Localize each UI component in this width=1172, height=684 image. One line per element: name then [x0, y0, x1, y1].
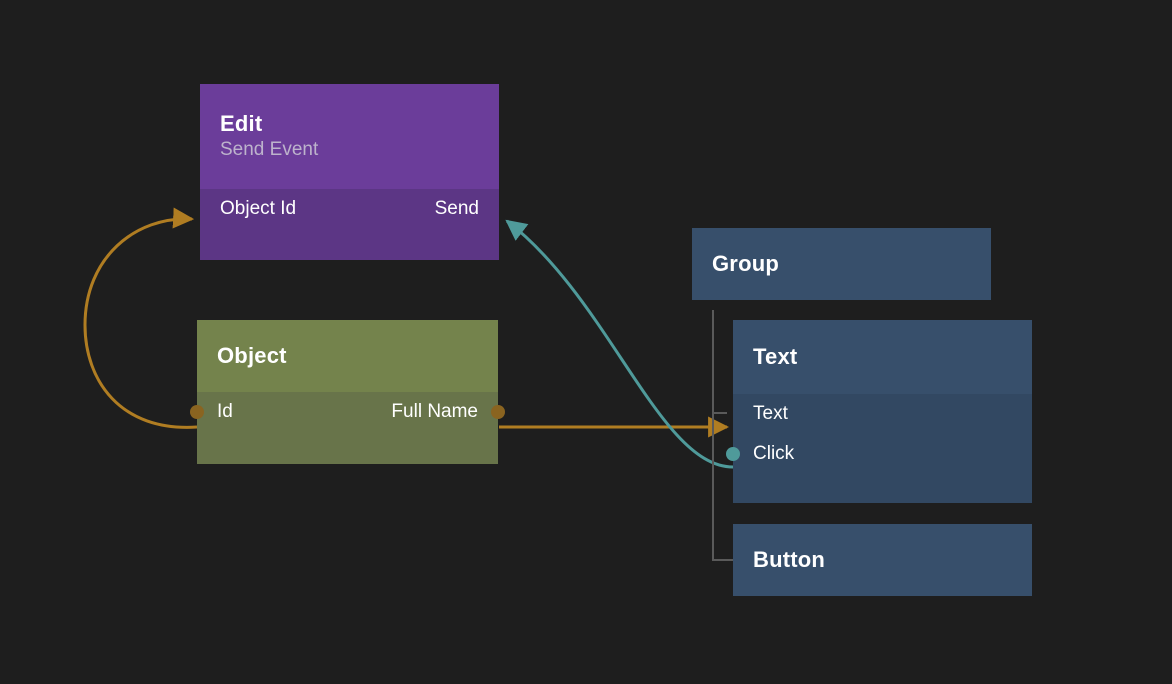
tree-connector-stub-button	[712, 559, 733, 561]
node-button-title: Button	[753, 547, 826, 573]
node-button-header[interactable]: Button	[733, 524, 1032, 596]
tree-connector-stub-text	[712, 412, 727, 414]
node-edit-body: Object Id Send	[200, 189, 499, 260]
port-label-full-name[interactable]: Full Name	[391, 401, 478, 422]
node-object-header[interactable]: Object	[197, 320, 498, 392]
node-edit[interactable]: Edit Send Event Object Id Send	[200, 84, 499, 260]
port-dot-object-id[interactable]	[190, 405, 204, 419]
node-object-body: Id Full Name	[190, 392, 505, 464]
node-edit-header[interactable]: Edit Send Event	[200, 84, 499, 189]
node-text-port-row-text: Text	[733, 394, 1032, 434]
port-label-id[interactable]: Id	[217, 401, 233, 422]
node-button[interactable]: Button	[733, 524, 1032, 596]
node-text[interactable]: Text Text Click	[726, 320, 1032, 503]
port-dot-click[interactable]	[726, 447, 740, 461]
node-edit-title: Edit	[220, 110, 263, 136]
node-edit-subtitle: Send Event	[220, 139, 319, 161]
node-text-header[interactable]: Text	[733, 320, 1032, 394]
node-group-title: Group	[712, 251, 779, 277]
node-group-header[interactable]: Group	[692, 228, 991, 300]
node-object-port-row: Id Full Name	[190, 392, 505, 432]
port-label-send[interactable]: Send	[434, 198, 479, 219]
node-group[interactable]: Group	[692, 228, 991, 300]
node-text-body: Text Click	[726, 394, 1032, 503]
edge-object-id-to-edit-object-id	[83, 207, 198, 429]
node-edit-port-row: Object Id Send	[200, 189, 499, 229]
port-label-text-in[interactable]: Text	[753, 403, 788, 424]
node-text-port-row-click: Click	[726, 434, 1032, 474]
node-object-title: Object	[217, 343, 287, 369]
port-label-object-id[interactable]: Object Id	[220, 198, 297, 219]
node-text-title: Text	[753, 344, 798, 370]
node-object[interactable]: Object Id Full Name	[190, 320, 505, 464]
tree-connector-vertical	[712, 310, 714, 561]
port-dot-full-name[interactable]	[491, 405, 505, 419]
port-label-click[interactable]: Click	[753, 443, 795, 464]
